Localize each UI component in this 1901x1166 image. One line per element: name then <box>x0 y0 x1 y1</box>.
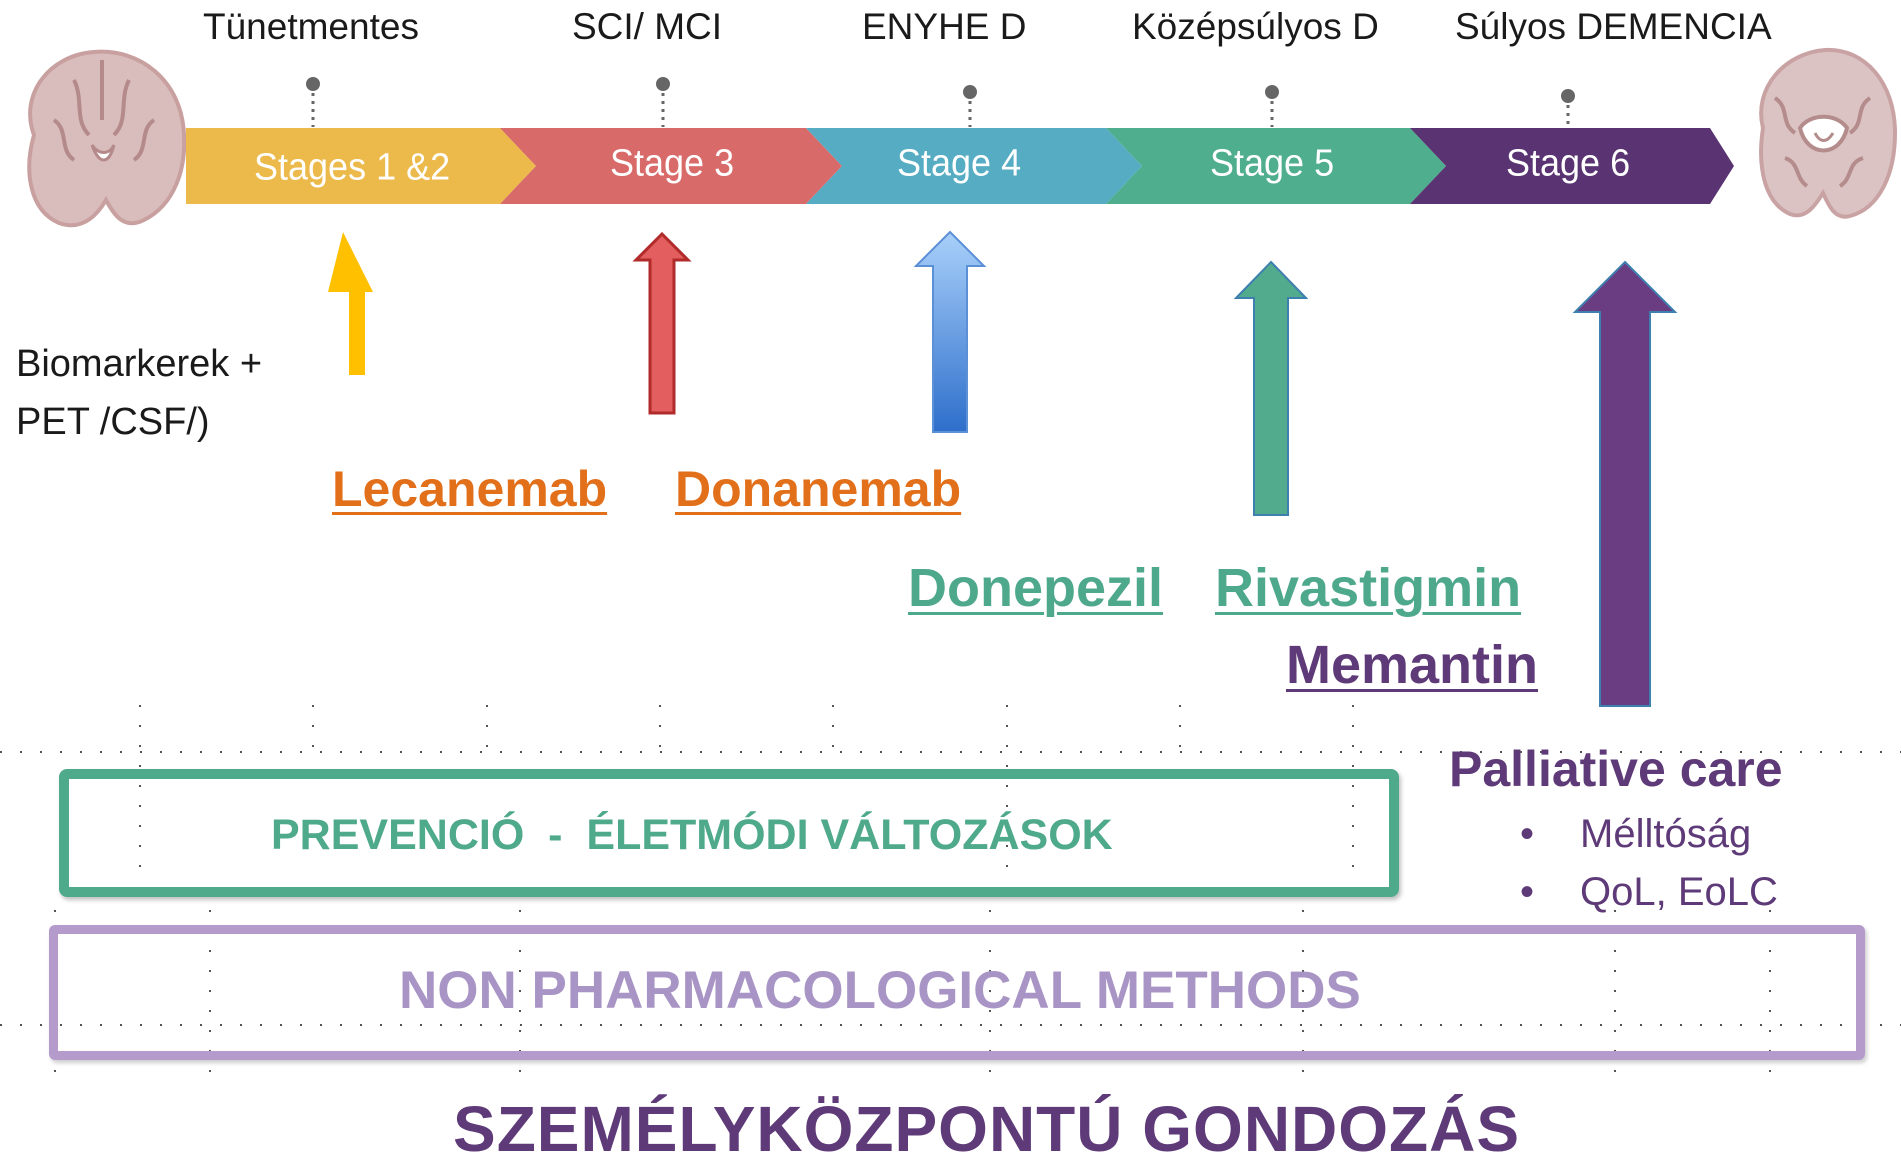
brain-atrophic-icon <box>1759 47 1898 219</box>
non-pharmacological-text: NON PHARMACOLOGICAL METHODS <box>399 961 1361 1020</box>
stage-segment-3 <box>500 128 842 204</box>
palliative-item-label: QoL, EoLC <box>1580 870 1778 914</box>
stage-title-asymptomatic: Tünetmentes <box>203 6 419 47</box>
drug-lecanemab: Lecanemab <box>332 461 608 517</box>
stage-label-6: Stage 6 <box>1506 140 1631 184</box>
drug-donanemab: Donanemab <box>675 461 962 517</box>
arrow-up-blue <box>913 230 987 433</box>
intervention-arrows <box>328 230 1678 707</box>
arrow-up-green <box>1233 260 1309 516</box>
bullet-icon: • <box>1520 812 1535 856</box>
prevention-box <box>59 769 1399 897</box>
timeline-pins <box>306 77 1575 127</box>
palliative-care-title: Palliative care <box>1449 741 1783 797</box>
brain-healthy-icon <box>27 49 187 228</box>
stage-title-severe: Súlyos DEMENCIA <box>1455 6 1772 47</box>
arrow-up-red <box>632 231 692 415</box>
drug-memantin: Memantin <box>1286 635 1539 695</box>
arrow-up-yellow <box>328 232 373 375</box>
stage-segment-6 <box>1410 128 1734 204</box>
biomarkers-line-1: Biomarkerek + <box>16 343 263 385</box>
prevention-text: PREVENCIÓ - ÉLETMÓDI VÁLTOZÁSOK <box>271 811 1113 859</box>
stage-label-4: Stage 4 <box>897 140 1022 184</box>
palliative-item-dignity: • Mélltóság <box>1520 812 1751 857</box>
stage-title-mild: ENYHE D <box>862 6 1027 47</box>
stage-segment-4 <box>806 128 1142 204</box>
stage-title-moderate: Középsúlyos D <box>1132 6 1379 47</box>
palliative-item-qol: • QoL, EoLC <box>1520 870 1778 915</box>
person-centered-care-title: SZEMÉLYKÖZPONTÚ GONDOZÁS <box>453 1093 1521 1165</box>
stage-timeline-bar <box>186 128 1734 204</box>
stage-label-5: Stage 5 <box>1210 140 1335 184</box>
palliative-item-label: Mélltóság <box>1580 812 1752 856</box>
drug-rivastigmin: Rivastigmin <box>1215 558 1522 618</box>
arrow-up-purple <box>1572 260 1678 707</box>
bullet-icon: • <box>1520 870 1535 914</box>
stage-segment-5 <box>1106 128 1446 204</box>
stage-label-3: Stage 3 <box>610 140 735 184</box>
drug-donepezil: Donepezil <box>908 558 1164 618</box>
biomarkers-text: Biomarkerek + PET /CSF/) <box>16 335 262 451</box>
non-pharmacological-box <box>49 925 1865 1060</box>
biomarkers-line-2: PET /CSF/) <box>16 401 210 443</box>
stage-label-1-2: Stages 1 &2 <box>254 144 451 188</box>
stage-title-sci-mci: SCI/ MCI <box>572 6 723 47</box>
stage-segment-1-2 <box>186 128 536 204</box>
